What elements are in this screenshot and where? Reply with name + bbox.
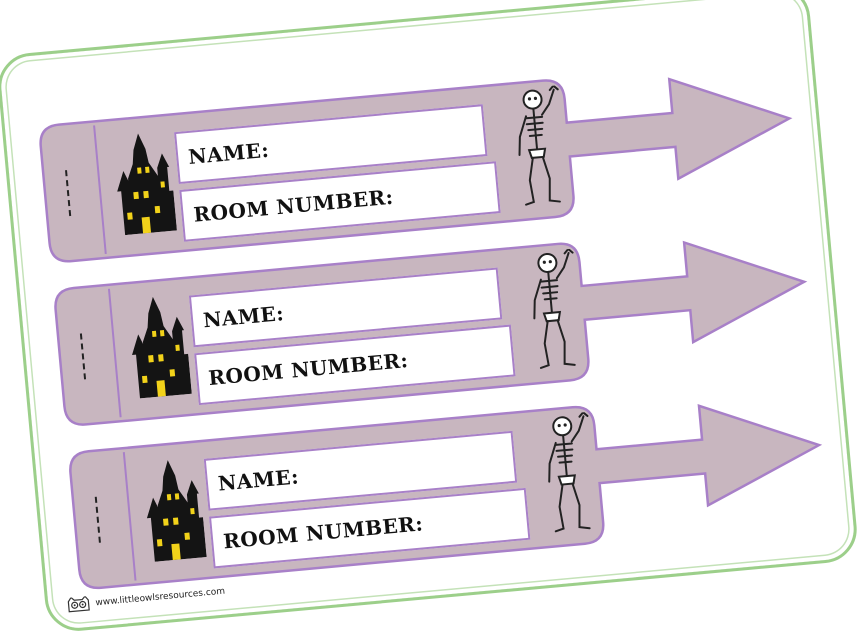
- owl-logo-icon: [67, 595, 90, 613]
- door-hanger-label-3: NAME: ROOM NUMBER:: [65, 385, 834, 590]
- footer-credit: www.littleowlsresources.com: [66, 584, 226, 614]
- name-label: NAME:: [187, 137, 271, 170]
- skeleton-icon: [518, 85, 561, 206]
- name-label: NAME:: [202, 301, 286, 333]
- room-number-label: ROOM NUMBER:: [192, 184, 395, 227]
- skeleton-icon: [533, 248, 576, 369]
- skeleton-icon: [548, 411, 591, 533]
- name-label: NAME:: [216, 464, 300, 496]
- haunted-house-icon: [132, 296, 192, 399]
- room-number-label: ROOM NUMBER:: [222, 511, 425, 554]
- room-number-label: ROOM NUMBER:: [207, 348, 410, 391]
- haunted-house-icon: [117, 133, 177, 236]
- door-hanger-label-1: NAME: ROOM NUMBER:: [35, 58, 804, 263]
- haunted-house-icon: [146, 460, 207, 562]
- door-hanger-label-2: NAME: ROOM NUMBER:: [50, 221, 819, 426]
